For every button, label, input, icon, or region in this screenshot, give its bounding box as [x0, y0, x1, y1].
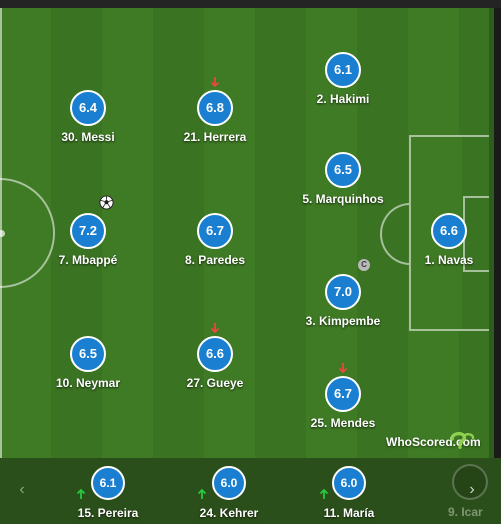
- sub-off-arrow-icon: [210, 323, 220, 334]
- pitch: 6.1 2. Hakimi 6.4 30. Messi 6.8 21. Herr…: [0, 8, 494, 458]
- player-name: 1. Navas: [424, 253, 474, 267]
- bench-prev-button[interactable]: ‹: [19, 481, 25, 498]
- rating-badge: 6.5: [70, 336, 106, 372]
- player-neymar[interactable]: 6.5 10. Neymar: [28, 336, 148, 390]
- rating-badge: 6.6: [197, 336, 233, 372]
- top-bar: [0, 0, 501, 8]
- player-name: 11. María: [323, 506, 375, 520]
- player-gueye[interactable]: 6.6 27. Gueye: [155, 323, 275, 390]
- bench-player-maria[interactable]: 6.0 11. María: [289, 466, 409, 520]
- player-name: 30. Messi: [61, 130, 115, 144]
- player-name: 3. Kimpembe: [305, 314, 381, 328]
- bench-next-button[interactable]: ›: [469, 481, 475, 498]
- centre-spot: [0, 230, 5, 237]
- player-name: 5. Marquinhos: [302, 192, 384, 206]
- sub-off-arrow-icon: [338, 363, 348, 374]
- player-kimpembe[interactable]: C 7.0 3. Kimpembe: [283, 259, 403, 328]
- player-messi[interactable]: 6.4 30. Messi: [28, 90, 148, 144]
- player-name: 27. Gueye: [186, 376, 244, 390]
- player-name: 24. Kehrer: [199, 506, 259, 520]
- rating-badge: 6.6: [431, 213, 467, 249]
- player-navas[interactable]: 6.6 1. Navas: [389, 213, 494, 267]
- rating-badge: 7.2: [70, 213, 106, 249]
- player-name: 7. Mbappé: [58, 253, 118, 267]
- partial-rating-badge: [452, 464, 488, 500]
- bench-player-pereira[interactable]: 6.1 15. Pereira: [48, 466, 168, 520]
- player-name: 8. Paredes: [184, 253, 246, 267]
- goal-ball-icon: [99, 195, 114, 210]
- rating-badge: 6.0: [212, 466, 246, 500]
- bench-player-kehrer[interactable]: 6.0 24. Kehrer: [169, 466, 289, 520]
- player-mbappe[interactable]: 7.2 7. Mbappé: [28, 195, 148, 267]
- player-paredes[interactable]: 6.7 8. Paredes: [155, 213, 275, 267]
- whoscored-logo-icon: [450, 431, 475, 449]
- player-mendes[interactable]: 6.7 25. Mendes: [283, 363, 403, 430]
- pitch-edge: [489, 8, 494, 458]
- player-name: 21. Herrera: [183, 130, 247, 144]
- captain-icon: C: [358, 259, 370, 271]
- rating-badge: 7.0: [325, 274, 361, 310]
- player-name: 2. Hakimi: [316, 92, 370, 106]
- rating-badge: 6.8: [197, 90, 233, 126]
- player-name: 10. Neymar: [55, 376, 121, 390]
- partial-player-name: 9. Icar: [448, 505, 483, 519]
- rating-badge: 6.7: [325, 376, 361, 412]
- sub-off-arrow-icon: [210, 77, 220, 88]
- sub-on-arrow-icon: [319, 488, 329, 499]
- rating-badge: 6.5: [325, 152, 361, 188]
- rating-badge: 6.7: [197, 213, 233, 249]
- player-marquinhos[interactable]: 6.5 5. Marquinhos: [283, 152, 403, 206]
- sub-on-arrow-icon: [197, 488, 207, 499]
- player-name: 15. Pereira: [77, 506, 139, 520]
- rating-badge: 6.4: [70, 90, 106, 126]
- player-herrera[interactable]: 6.8 21. Herrera: [155, 77, 275, 144]
- sub-on-arrow-icon: [76, 488, 86, 499]
- substitutes-bar: ‹ 6.1 15. Pereira 6.0 24. Kehrer 6.0 11.…: [0, 458, 501, 524]
- rating-badge: 6.1: [325, 52, 361, 88]
- rating-badge: 6.1: [91, 466, 125, 500]
- whoscored-watermark: WhoScored.com: [386, 435, 481, 449]
- player-hakimi[interactable]: 6.1 2. Hakimi: [283, 52, 403, 106]
- rating-badge: 6.0: [332, 466, 366, 500]
- player-name: 25. Mendes: [310, 416, 376, 430]
